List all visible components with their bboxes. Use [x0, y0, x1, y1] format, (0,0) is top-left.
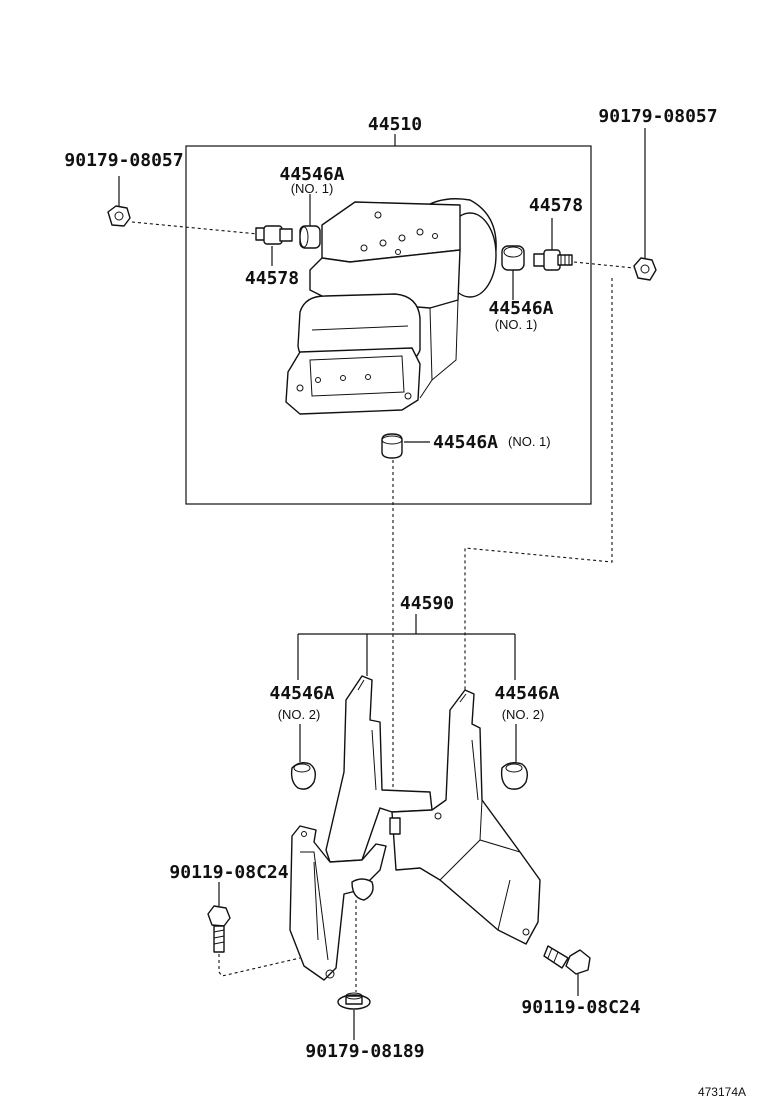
bracket-cushion-right[interactable] — [500, 761, 529, 790]
bracket-cushion-left[interactable] — [290, 761, 317, 790]
label-bracket-cushion-left-sub: (NO. 2) — [278, 707, 321, 722]
label-nut-top-right: 90179-08057 — [598, 106, 717, 127]
nut-bottom[interactable] — [337, 992, 371, 1010]
label-nut-bottom: 90179-08189 — [305, 1041, 424, 1062]
bolt-right[interactable] — [543, 945, 591, 975]
label-bracket: 44590 — [400, 593, 454, 614]
label-collar-right: 44578 — [529, 195, 583, 216]
label-cushion-lower: 44546A — [433, 432, 498, 453]
label-cushion-upper: 44546A — [279, 164, 344, 185]
collar-left[interactable] — [255, 225, 293, 245]
cushion-lower[interactable] — [381, 433, 403, 459]
abs-bracket[interactable] — [289, 675, 541, 981]
bolt-left[interactable] — [207, 905, 231, 953]
actuator-assembly-frame — [185, 145, 592, 505]
label-collar-left: 44578 — [245, 268, 299, 289]
label-cushion-right-sub: (NO. 1) — [495, 317, 538, 332]
dash-collar-right — [573, 261, 635, 269]
nut-top-left[interactable] — [107, 205, 131, 227]
label-nut-top-left: 90179-08057 — [64, 150, 183, 171]
nut-top-right[interactable] — [633, 257, 657, 281]
collar-right[interactable] — [533, 249, 573, 271]
cushion-upper[interactable] — [299, 225, 321, 249]
dash-right-route — [464, 278, 613, 690]
label-bracket-cushion-right: 44546A — [494, 683, 559, 704]
label-actuator-assy: 44510 — [368, 114, 422, 135]
label-cushion-upper-sub: (NO. 1) — [291, 181, 334, 196]
label-bolt-right: 90119-08C24 — [521, 997, 640, 1018]
label-bracket-cushion-right-sub: (NO. 2) — [502, 707, 545, 722]
label-bolt-left: 90119-08C24 — [169, 862, 288, 883]
cushion-right[interactable] — [501, 245, 525, 271]
label-cushion-right: 44546A — [488, 298, 553, 319]
label-bracket-cushion-left: 44546A — [269, 683, 334, 704]
abs-actuator-body[interactable] — [285, 198, 497, 415]
dash-bolt-left — [218, 954, 301, 977]
drawing-reference: 473174A — [698, 1085, 746, 1099]
dash-nut-left — [131, 221, 259, 235]
label-cushion-lower-sub: (NO. 1) — [508, 434, 551, 449]
